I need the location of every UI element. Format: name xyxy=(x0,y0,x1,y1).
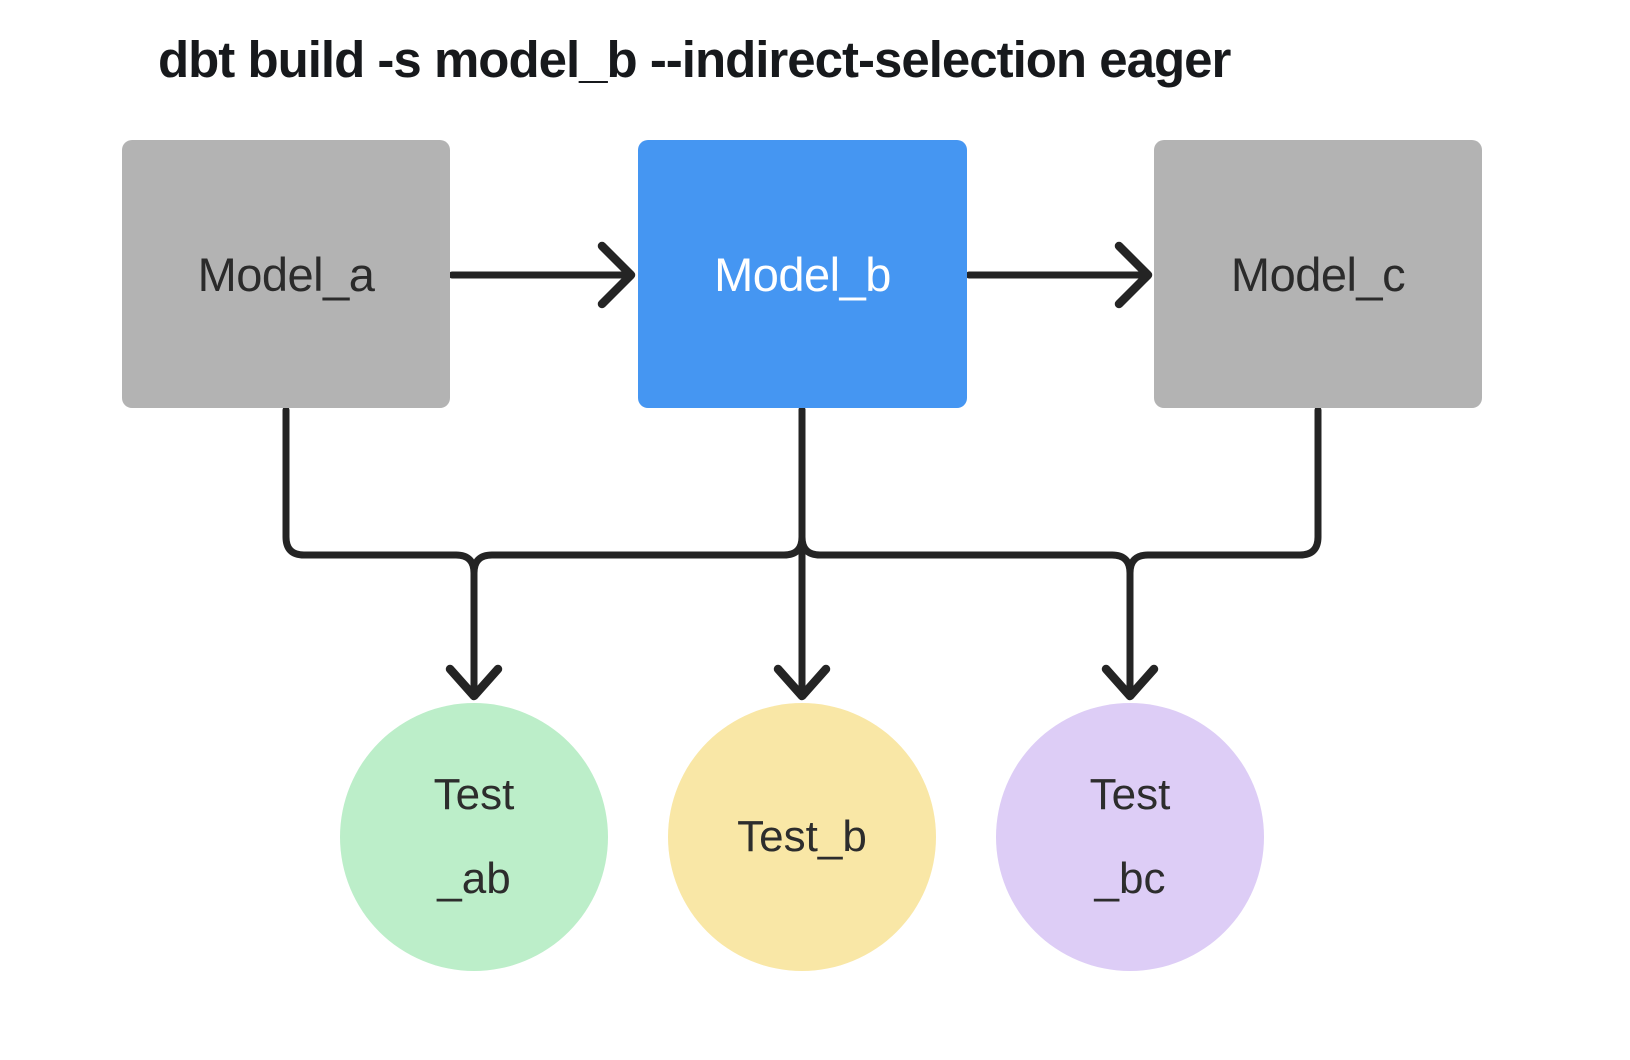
node-test-bc-label-line2: _bc xyxy=(1094,854,1166,903)
node-test-bc-label-line1: Test xyxy=(1089,770,1171,819)
edge-model-b-to-test-bc xyxy=(798,406,1134,694)
node-model-b-label: Model_b xyxy=(714,247,891,301)
node-test-b-label: Test_b xyxy=(737,812,867,861)
node-test-bc: Test _bc xyxy=(996,703,1264,971)
node-test-b: Test_b xyxy=(668,703,936,971)
node-test-ab: Test _ab xyxy=(340,703,608,971)
node-model-c: Model_c xyxy=(1154,140,1482,408)
node-model-a-label: Model_a xyxy=(197,247,375,301)
node-test-ab-label-line1: Test xyxy=(433,770,515,819)
edge-model-a-to-test-ab xyxy=(282,406,478,694)
arrowhead-test-ab-icon xyxy=(445,664,503,701)
node-model-c-label: Model_c xyxy=(1230,247,1406,301)
node-model-a: Model_a xyxy=(122,140,450,408)
edge-model-b-to-test-ab xyxy=(470,406,806,694)
node-model-b: Model_b xyxy=(638,140,967,408)
node-test-ab-label-line2: _ab xyxy=(437,854,511,903)
arrowhead-test-b-icon xyxy=(773,664,831,701)
arrowhead-model-c-icon xyxy=(1114,241,1153,309)
arrowhead-test-bc-icon xyxy=(1101,664,1159,701)
diagram-title: dbt build -s model_b --indirect-selectio… xyxy=(158,31,1231,88)
edge-model-c-to-test-bc xyxy=(1126,406,1322,694)
arrowhead-model-b-icon xyxy=(597,241,636,309)
